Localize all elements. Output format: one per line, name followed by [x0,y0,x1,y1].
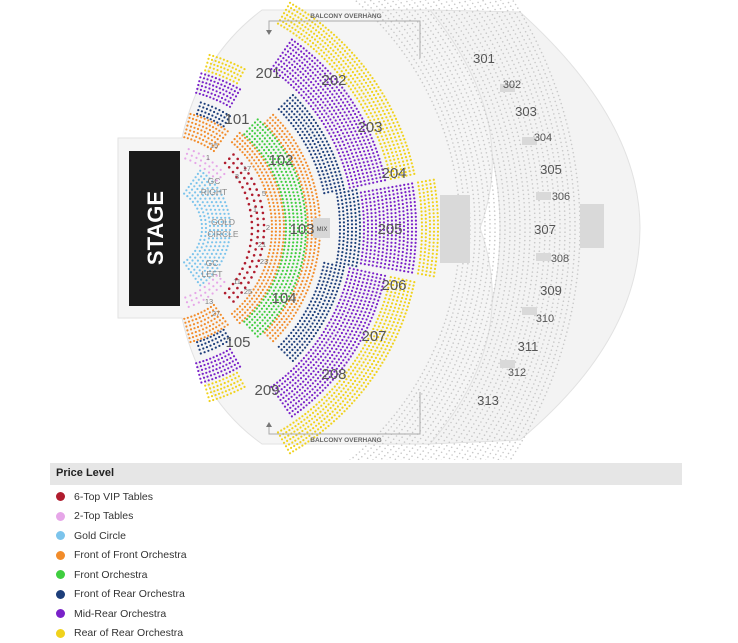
legend-color-dot-icon [56,512,65,521]
legend-color-dot-icon [56,629,65,638]
table-number: 13 [205,297,213,306]
overhang-top-label: BALCONY OVERHANG [310,13,381,20]
legend-item[interactable]: Mid-Rear Orchestra [56,604,187,624]
table-number: 27 [212,309,220,318]
legend-color-dot-icon [56,590,65,599]
section-307[interactable]: 307 [534,222,556,237]
section-206[interactable]: 206 [381,277,406,294]
table-number: 15 [210,141,218,150]
mix-label: MIX [317,227,328,233]
section-202[interactable]: 202 [321,72,346,89]
legend-color-dot-icon [56,531,65,540]
overhang-bottom-label: BALCONY OVERHANG [310,437,381,444]
table-number: 17 [243,164,251,173]
section-203[interactable]: 203 [357,119,382,136]
section-301[interactable]: 301 [473,51,495,66]
seating-map: STAGE MIX BALCONY OVERHANG BALCONY OVERH… [0,0,738,460]
section-208[interactable]: 208 [321,366,346,383]
section-305[interactable]: 305 [540,162,562,177]
section-306[interactable]: 306 [552,191,570,203]
table-number: 1 [253,205,257,214]
table-number: 11 [233,277,241,286]
legend-item-label: Mid-Rear Orchestra [74,608,166,620]
aisle-308 [536,253,551,261]
legend-color-dot-icon [56,492,65,501]
section-103[interactable]: 103 [289,221,314,238]
table-number: 25 [244,287,252,296]
section-105[interactable]: 105 [225,334,250,351]
legend-item[interactable]: Rear of Rear Orchestra [56,624,187,643]
aisle-block-rear [580,204,604,248]
section-313[interactable]: 313 [477,393,499,408]
table-number: 3 [235,172,239,181]
legend-item-label: Front of Front Orchestra [74,549,187,561]
section-311[interactable]: 311 [518,339,539,354]
legend-header: Price Level [50,463,682,485]
legend-item[interactable]: Front of Front Orchestra [56,546,187,566]
legend-title: Price Level [56,467,114,479]
legend-item[interactable]: 6-Top VIP Tables [56,487,187,507]
table-number: 2 [266,223,270,232]
table-number: 23 [260,257,268,266]
section-204[interactable]: 204 [381,165,406,182]
section-309[interactable]: 309 [540,283,562,298]
section-101[interactable]: 101 [224,111,249,128]
section-205[interactable]: 205 [377,221,402,238]
legend-color-dot-icon [56,570,65,579]
section-209[interactable]: 209 [254,382,279,399]
table-number: 21 [258,240,266,249]
legend-item-label: Front of Rear Orchestra [74,588,185,600]
legend-item[interactable]: Front Orchestra [56,565,187,585]
legend-item-label: Gold Circle [74,530,126,542]
section-312[interactable]: 312 [508,367,526,379]
legend-item-label: Rear of Rear Orchestra [74,627,183,639]
aisle-310 [522,307,537,315]
legend-item[interactable]: 2-Top Tables [56,507,187,527]
legend-color-dot-icon [56,551,65,560]
table-number: 5 [262,189,266,198]
legend-item-label: Front Orchestra [74,569,148,581]
section-303[interactable]: 303 [515,104,537,119]
aisle-block-mid [440,195,470,263]
table-number: 1 [206,153,210,162]
section-304[interactable]: 304 [534,132,552,144]
section-102[interactable]: 102 [268,152,293,169]
section-201[interactable]: 201 [255,65,280,82]
aisle-306 [536,192,551,200]
section-104[interactable]: 104 [271,290,296,307]
section-308[interactable]: 308 [551,253,569,265]
legend-color-dot-icon [56,609,65,618]
legend-item-label: 2-Top Tables [74,510,133,522]
legend-item[interactable]: Gold Circle [56,526,187,546]
section-302[interactable]: 302 [503,79,521,91]
section-310[interactable]: 310 [536,313,554,325]
stage-label: STAGE [143,191,168,265]
legend-item[interactable]: Front of Rear Orchestra [56,585,187,605]
legend-item-label: 6-Top VIP Tables [74,491,153,503]
section-207[interactable]: 207 [361,328,386,345]
